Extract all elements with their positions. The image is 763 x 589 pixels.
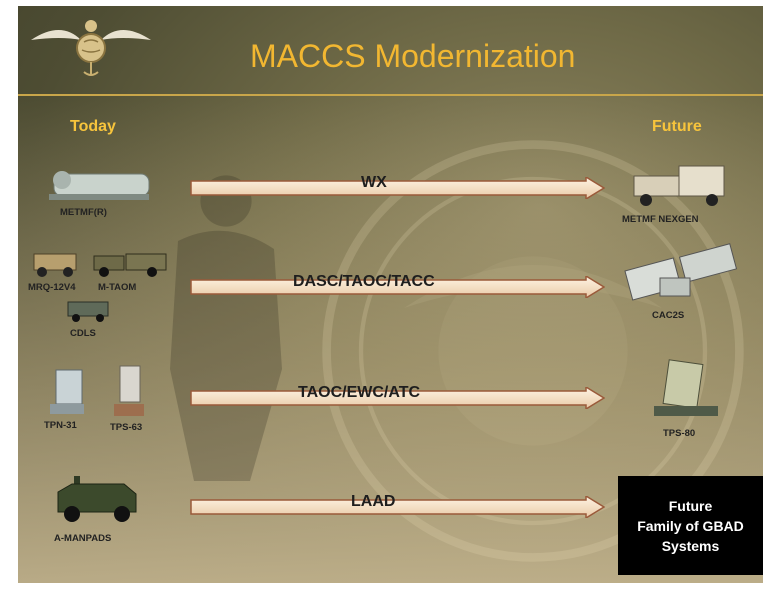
today-header: Today [70, 118, 116, 135]
a-manpads-humvee-icon [57, 476, 137, 522]
slide-title: MACCS Modernization [250, 38, 576, 74]
cac2s-equipment-icon [624, 243, 738, 301]
cdls-vehicle-icon [67, 301, 109, 322]
slide: MACCS Modernization Today Future METMF(R… [18, 6, 763, 583]
future-box-line-2: Family of GBAD [637, 517, 744, 534]
arrow-label-laad: LAAD [351, 493, 396, 510]
future-label-metmf-nexgen: METMF NEXGEN [622, 214, 699, 225]
arrow-wx [190, 177, 605, 199]
future-box-line-1: Future [668, 497, 713, 514]
future-box-line-3: Systems [661, 537, 720, 554]
m-taom-vehicle-icon [93, 253, 167, 277]
arrow-taoc-ewc-atc [190, 387, 605, 409]
arrow-label-taoc-ewc-atc: TAOC/EWC/ATC [298, 384, 421, 401]
arrow-laad [190, 496, 605, 518]
tps-63-radar-icon [114, 365, 144, 416]
tpn-31-radar-icon [50, 369, 84, 414]
arrow-label-dasc-taoc-tacc: DASC/TAOC/TACC [293, 273, 435, 290]
arrow-label-wx: WX [361, 174, 387, 191]
today-label-m-taom: M-TAOM [98, 282, 137, 293]
today-label-metmf-r: METMF(R) [60, 207, 107, 218]
metmf-r-equipment-icon [49, 171, 150, 200]
today-label-mrq-12v4: MRQ-12V4 [28, 282, 76, 293]
mrq-12v4-vehicle-icon [33, 253, 77, 277]
tps-80-radar-icon [654, 359, 718, 416]
future-label-cac2s: CAC2S [652, 310, 685, 321]
future-gbad-box: Future Family of GBAD Systems [618, 476, 763, 575]
today-label-tps-63: TPS-63 [110, 422, 143, 433]
today-label-a-manpads: A-MANPADS [54, 533, 112, 544]
future-header: Future [652, 118, 702, 135]
eagle-globe-anchor-emblem [31, 20, 151, 76]
header-divider [18, 94, 763, 96]
today-label-cdls: CDLS [70, 328, 96, 339]
today-label-tpn-31: TPN-31 [44, 420, 77, 431]
metmf-nexgen-vehicle-icon [633, 165, 725, 206]
future-label-tps-80: TPS-80 [663, 428, 696, 439]
arrow-dasc-taoc-tacc [190, 276, 605, 298]
soldier-silhouette [170, 175, 282, 481]
